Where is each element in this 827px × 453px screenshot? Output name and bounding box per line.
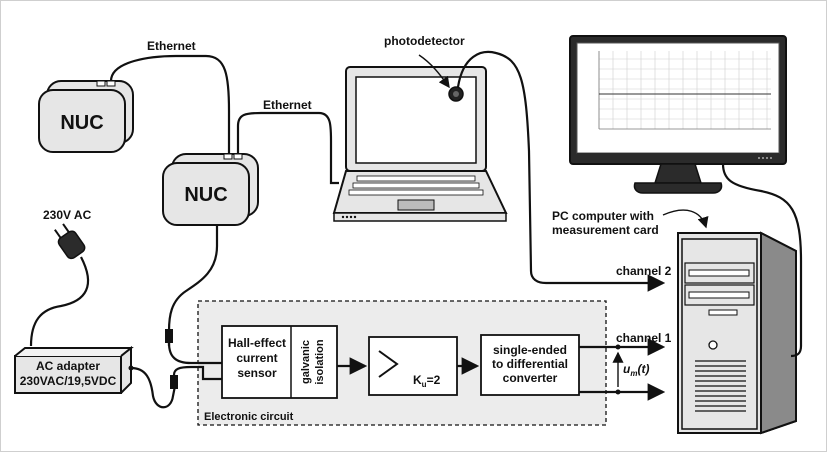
converter-line2: to differential [492, 357, 568, 371]
nuc-1-label: NUC [60, 112, 103, 134]
pc-label-line2: measurement card [552, 223, 659, 237]
ethernet-cables [109, 54, 339, 185]
ethernet-label-1: Ethernet [147, 39, 196, 53]
ethernet-label-2: Ethernet [263, 98, 312, 112]
pc-monitor [569, 35, 787, 194]
nuc-2-label: NUC [184, 184, 227, 206]
ac-label: 230V AC [43, 208, 92, 222]
galvanic-line2: isolation [314, 339, 326, 385]
photodetector-label: photodetector [384, 34, 465, 48]
laptop [332, 66, 508, 222]
nuc-box-2: NUC [162, 153, 259, 226]
converter-line3: converter [503, 371, 558, 385]
ac-adapter: AC adapter 230VAC/19,5VDC [14, 345, 134, 394]
hall-line2: current [236, 351, 277, 365]
pc-label-arrow [662, 209, 709, 229]
amplifier-block: Ku=2 [368, 336, 458, 396]
electronic-circuit-label: Electronic circuit [204, 411, 294, 423]
pc-label-line1: PC computer with [552, 209, 654, 223]
converter-block: single-ended to differential converter [480, 334, 580, 396]
hall-sensor-block: Hall-effect current sensor galvanic isol… [221, 325, 338, 399]
power-plug [29, 223, 90, 347]
channel-2-label: channel 2 [616, 264, 672, 278]
amp-gain-label: Ku=2 [413, 373, 441, 389]
monitor-cable [721, 163, 803, 358]
galvanic-line1: galvanic [300, 340, 312, 384]
nuc-box-1: NUC [38, 80, 134, 153]
differential-output: um(t) [579, 338, 666, 401]
power-cables [128, 225, 222, 409]
photodetector [418, 50, 666, 292]
hall-line1: Hall-effect [228, 336, 286, 350]
converter-line1: single-ended [493, 343, 567, 357]
pc-tower [677, 231, 797, 435]
ac-adapter-line1: AC adapter [36, 359, 100, 373]
ac-adapter-line2: 230VAC/19,5VDC [20, 374, 117, 388]
um-label: um(t) [623, 362, 649, 378]
channel-1-label: channel 1 [616, 331, 672, 345]
hall-line3: sensor [237, 366, 277, 380]
